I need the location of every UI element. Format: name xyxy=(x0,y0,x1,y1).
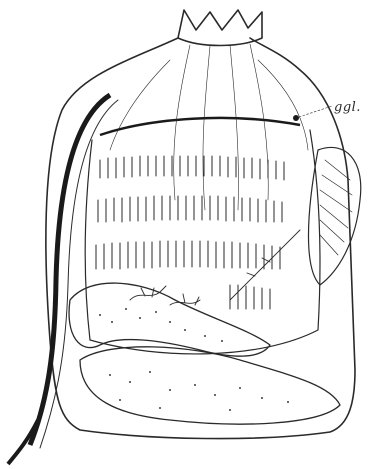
stigmata-row-4 xyxy=(230,285,270,309)
stigmata-row-3 xyxy=(96,241,280,269)
peripharyngeal-band xyxy=(100,118,300,135)
tunic-vessels xyxy=(110,44,308,210)
branchial-sac xyxy=(85,130,320,354)
label-leader xyxy=(299,106,332,117)
intestine xyxy=(69,283,270,356)
branching-nerves xyxy=(130,230,300,305)
stomach xyxy=(80,347,340,424)
oral-siphon xyxy=(178,10,262,46)
ganglion-label: ggl. xyxy=(334,100,361,115)
endostyle-band xyxy=(30,95,110,445)
gut-stippling xyxy=(99,308,289,411)
stigmata-row-1 xyxy=(100,156,284,180)
stigmata-row-2 xyxy=(98,196,282,222)
ganglion xyxy=(293,115,299,121)
